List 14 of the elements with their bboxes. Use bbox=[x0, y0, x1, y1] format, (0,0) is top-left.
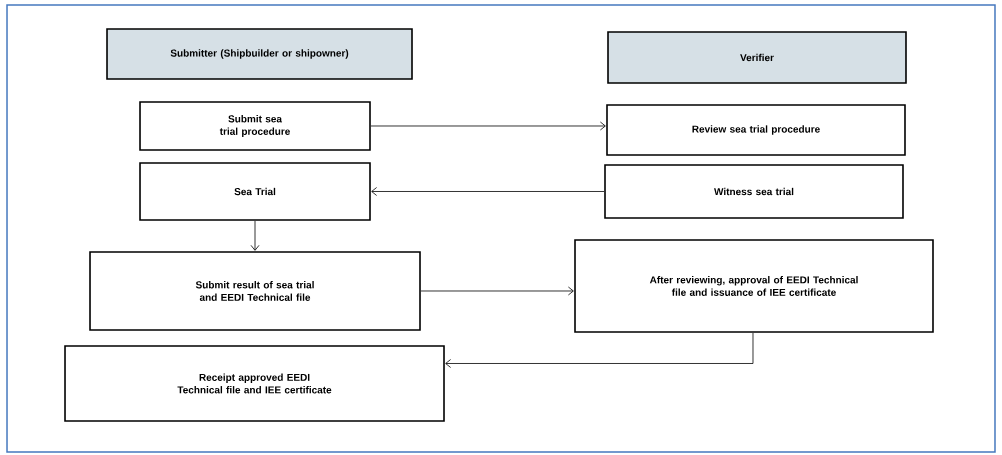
process-box: Submit result of sea trial and EEDI Technical file bbox=[89, 251, 421, 331]
lane-header: Verifier bbox=[607, 31, 907, 84]
arrow bbox=[370, 121, 606, 131]
arrow bbox=[250, 220, 260, 251]
process-box: Sea Trial bbox=[139, 162, 371, 221]
process-box: Submit sea trial procedure bbox=[139, 101, 371, 151]
arrow bbox=[445, 332, 754, 368]
process-box: Witness sea trial bbox=[604, 164, 904, 219]
process-box: Review sea trial procedure bbox=[606, 104, 906, 156]
arrow bbox=[371, 187, 605, 196]
process-box: Receipt approved EEDI Technical file and IEE certificate bbox=[64, 345, 445, 422]
lane-header: Submitter (Shipbuilder or shipowner) bbox=[106, 28, 413, 80]
process-box: After reviewing, approval of EEDI Technical file and issuance of IEE certificate bbox=[574, 239, 934, 333]
arrow bbox=[420, 286, 574, 296]
